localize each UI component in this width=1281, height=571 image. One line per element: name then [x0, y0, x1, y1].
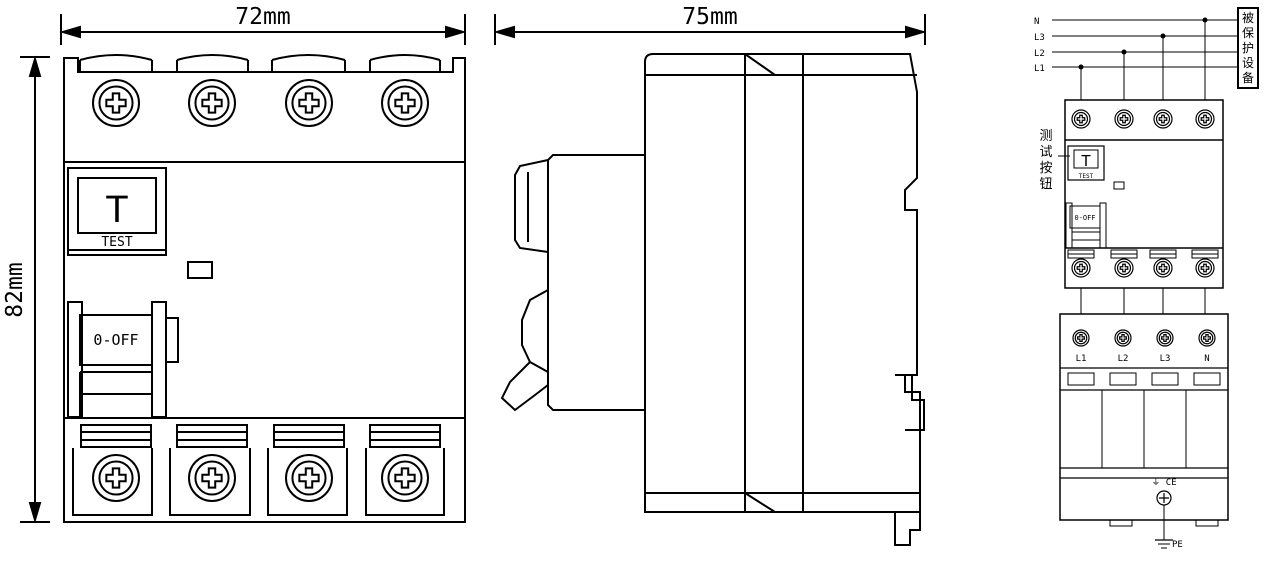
side-view: 75mm [493, 4, 927, 546]
terminal-screw [92, 454, 140, 502]
test-button[interactable]: T TEST [67, 167, 167, 256]
width-dimension-label: 72mm [235, 4, 290, 30]
note-char: 试 [1039, 145, 1052, 160]
front-view: 72mm 82mm [2, 4, 467, 524]
note-char: 钮 [1039, 177, 1052, 192]
depth-dimension-label: 75mm [682, 4, 737, 30]
device-label-char: 备 [1242, 71, 1254, 85]
rcd-terminal-screw [1153, 258, 1173, 278]
spd-status-window [1067, 372, 1095, 386]
device-label-char: 被 [1242, 11, 1254, 25]
note-char: 按 [1039, 161, 1052, 176]
bottom-terminal-bars [80, 424, 441, 448]
terminal-screw [285, 454, 333, 502]
terminal-screw [188, 454, 236, 502]
supply-line-label: N [1034, 17, 1039, 27]
rcd-terminal-screw [1195, 258, 1215, 278]
depth-dimension: 75mm [493, 4, 927, 45]
test-button-letter: T [105, 189, 128, 231]
rcd-test-caption: TEST [1079, 173, 1094, 180]
terminal-screw [285, 79, 333, 127]
toggle-switch[interactable]: 0-OFF [67, 301, 179, 418]
spd-status-window [1193, 372, 1221, 386]
rcd-to-spd-wires [1080, 288, 1206, 314]
spd-terminal-label: L1 [1076, 354, 1087, 364]
supply-line: L1 [1034, 64, 1238, 100]
supply-line-label: L3 [1034, 33, 1045, 43]
rcd-terminal-screw [1071, 109, 1091, 129]
terminal-screw [92, 79, 140, 127]
pe-label: PE [1172, 540, 1183, 550]
terminal-screw [381, 454, 429, 502]
spd-terminal-label: L2 [1118, 354, 1129, 364]
spd-unit: L1 L2 L3 N ⏚ CE PE [1059, 313, 1229, 550]
supply-line: N [1034, 17, 1238, 100]
spd-status-window [1109, 372, 1137, 386]
test-button-caption: TEST [101, 235, 132, 250]
terminal-screw [381, 79, 429, 127]
top-screw-row [92, 79, 429, 127]
supply-line: L2 [1034, 49, 1238, 100]
indicator-window [187, 261, 213, 279]
rcd-terminal-bar [1191, 249, 1219, 259]
rcd-terminal-screw [1153, 109, 1173, 129]
switch-label: 0-OFF [93, 331, 138, 349]
supply-line: L3 [1034, 33, 1238, 100]
note-char: 测 [1039, 129, 1052, 144]
spd-terminal-label: L3 [1160, 354, 1171, 364]
spd-terminal-screw [1198, 329, 1216, 347]
spd-terminal-screw [1156, 329, 1174, 347]
spd-terminal-label: N [1204, 354, 1209, 364]
terminal-bar [369, 424, 441, 448]
device-label-char: 保 [1242, 26, 1254, 40]
supply-line-label: L2 [1034, 49, 1045, 59]
ground-ce-mark: ⏚ CE [1151, 477, 1176, 488]
width-dimension: 72mm [59, 4, 467, 45]
rcd-test-letter: T [1081, 153, 1091, 170]
rcd-terminal-bar [1149, 249, 1177, 259]
rcd-unit: T TEST 0-OFF [1064, 99, 1224, 289]
terminal-screw [188, 79, 236, 127]
device-label-char: 护 [1242, 41, 1254, 55]
supply-line-label: L1 [1034, 64, 1045, 74]
rcd-terminal-screw [1114, 109, 1134, 129]
spd-terminal-screw [1114, 329, 1132, 347]
rcd-terminal-screw [1071, 258, 1091, 278]
rcd-test-button [1067, 145, 1105, 181]
spd-terminal-screw [1072, 329, 1090, 347]
bottom-screw-row [92, 454, 429, 502]
front-body [63, 54, 466, 523]
spd-status-window [1151, 372, 1179, 386]
rcd-terminal-screw [1114, 258, 1134, 278]
rcd-terminal-bar [1110, 249, 1138, 259]
height-dimension-label: 82mm [2, 262, 28, 317]
terminal-bar [80, 424, 152, 448]
terminal-bar [176, 424, 248, 448]
rcd-switch-label: 0-OFF [1074, 214, 1095, 222]
rcd-terminal-screw [1195, 109, 1215, 129]
device-label-char: 设 [1242, 56, 1254, 70]
height-dimension: 82mm [2, 55, 50, 524]
terminal-bar [273, 424, 345, 448]
side-body [500, 53, 925, 546]
rcd-terminal-bar [1067, 249, 1095, 259]
